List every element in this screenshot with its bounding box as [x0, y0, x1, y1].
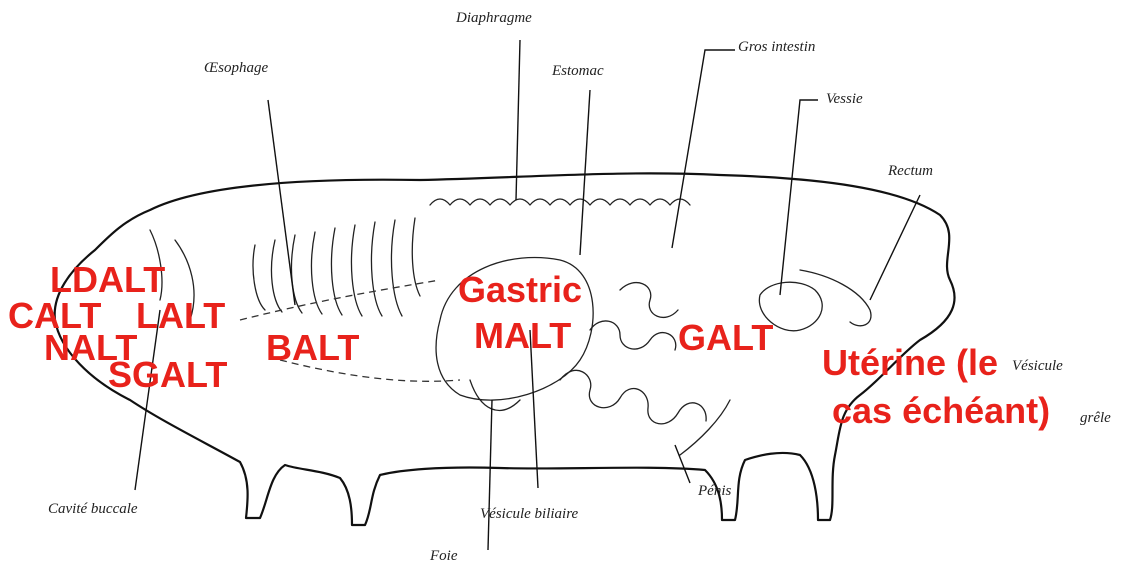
label-penis: Pénis	[698, 483, 731, 500]
label-foie: Foie	[430, 548, 458, 565]
tissue-ldalt: LDALT	[50, 262, 165, 298]
label-rectum: Rectum	[888, 163, 933, 180]
label-gros-intestin: Gros intestin	[738, 39, 815, 56]
label-oesophage: Œsophage	[204, 60, 268, 77]
label-vesicule-biliaire: Vésicule biliaire	[480, 506, 578, 523]
tissue-malt: MALT	[474, 318, 571, 354]
label-diaphragme: Diaphragme	[456, 10, 532, 27]
vertebrae	[430, 199, 690, 205]
tissue-uterine-line2: cas échéant)	[832, 393, 1050, 429]
label-estomac: Estomac	[552, 63, 604, 80]
label-vessie: Vessie	[826, 91, 863, 108]
tissue-uterine-line1: Utérine (le	[822, 345, 998, 381]
rectum	[800, 270, 871, 326]
label-grele: grêle	[1080, 410, 1111, 427]
tissue-galt: GALT	[678, 320, 773, 356]
label-cavite-buccale: Cavité buccale	[48, 501, 138, 518]
tissue-lalt: LALT	[136, 298, 225, 334]
tissue-sgalt: SGALT	[108, 357, 227, 393]
tissue-gastric: Gastric	[458, 272, 582, 308]
label-vesicule: Vésicule	[1012, 358, 1063, 375]
tissue-balt: BALT	[266, 330, 359, 366]
ribs	[253, 218, 420, 316]
